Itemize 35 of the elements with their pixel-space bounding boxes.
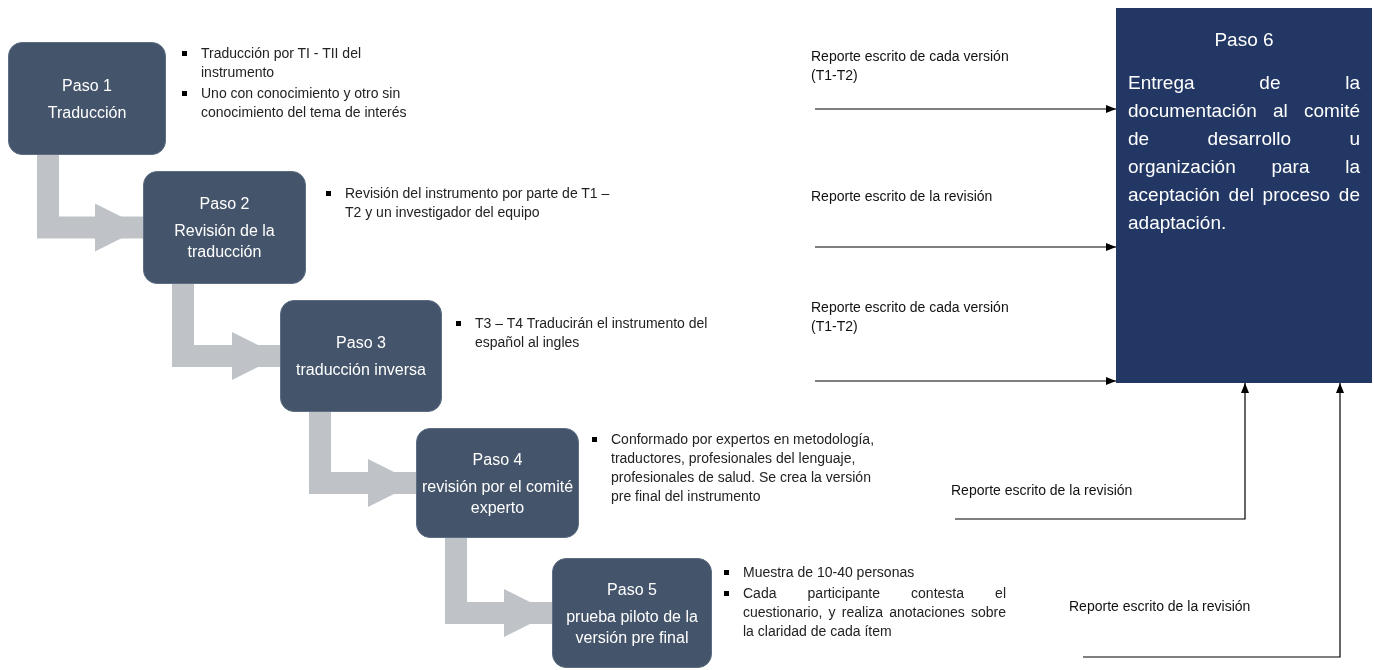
edge-label: Reporte escrito de cada versión (T1-T2) bbox=[811, 298, 1010, 336]
step-text: Revisión de la traducción bbox=[173, 221, 276, 262]
step-title: Paso 4 bbox=[472, 449, 523, 470]
step-panel bbox=[1116, 8, 1372, 383]
bullet-text: T3 – T4 Traducirán el instrumento del español al ingles bbox=[475, 314, 709, 352]
step-box bbox=[280, 300, 442, 412]
bullet-text: Muestra de 10-40 personas bbox=[743, 563, 915, 582]
step-title: Paso 1 bbox=[62, 75, 112, 96]
step-text: traducción inversa bbox=[296, 360, 426, 380]
step-box bbox=[143, 171, 306, 284]
bullet-text: Conformado por expertos en metodología, traductores, profesionales del lenguaje, profesionales de salud. Se crea la versión pre final del instrumento bbox=[611, 430, 876, 506]
arrow bbox=[814, 377, 1117, 385]
step-text: Entrega de la documentación al comité de desarrollo u organización para la aceptación del proceso de adaptación. bbox=[1128, 70, 1360, 235]
edge-label: Reporte escrito de cada versión (T1-T2) bbox=[811, 47, 1010, 85]
step-box bbox=[8, 42, 166, 155]
bullet-text: Revisión del instrumento por parte de T1 – T2 y un investigador del equipo bbox=[345, 184, 611, 222]
edge-label: Reporte escrito de la revisión bbox=[1069, 597, 1252, 616]
step-title: Paso 3 bbox=[336, 333, 386, 353]
bullet-text: Cada participante contesta el cuestionario, y realiza anotaciones sobre la claridad de cada ítem bbox=[743, 584, 1006, 641]
step-text: Traducción bbox=[47, 102, 127, 123]
arrow bbox=[954, 382, 1249, 520]
step-text: prueba piloto de la versión pre final bbox=[565, 606, 699, 648]
step-box bbox=[416, 428, 579, 538]
step-title: Paso 6 bbox=[1213, 28, 1275, 52]
arrow bbox=[814, 243, 1117, 251]
step-title: Paso 5 bbox=[607, 579, 657, 600]
edge-label: Reporte escrito de la revisión bbox=[951, 481, 1134, 500]
arrow bbox=[1082, 382, 1344, 658]
bullet-text: Traducción por TI - TII del instrumento bbox=[201, 44, 363, 82]
step-text: revisión por el comité experto bbox=[421, 476, 574, 518]
step-box bbox=[552, 558, 712, 668]
step-title: Paso 2 bbox=[199, 194, 250, 214]
arrow bbox=[814, 105, 1117, 113]
edge-label: Reporte escrito de la revisión bbox=[811, 187, 994, 206]
bullet-text: Uno con conocimiento y otro sin conocimiento del tema de interés bbox=[201, 84, 408, 122]
